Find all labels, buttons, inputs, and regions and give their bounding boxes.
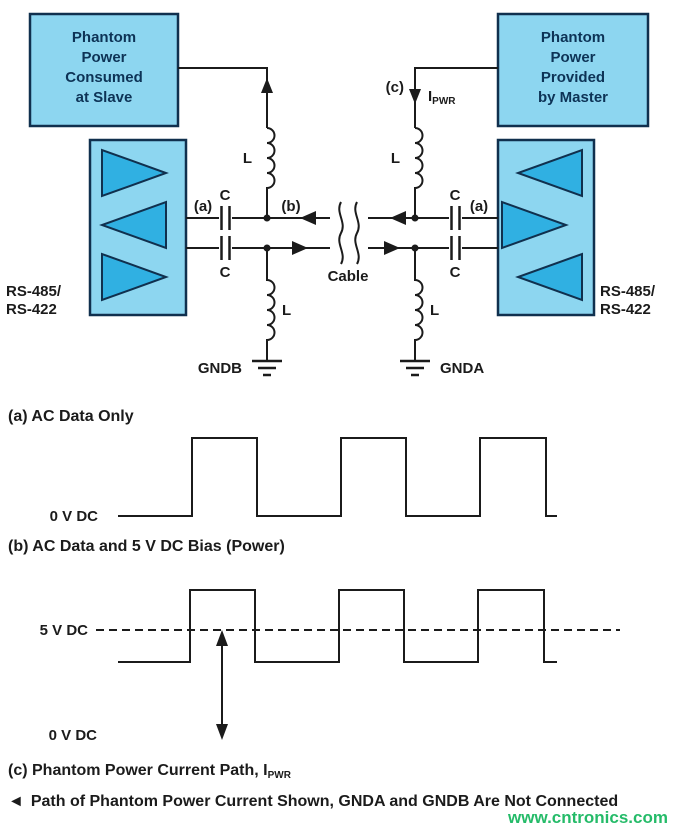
caption-c-sub: PWR [268, 770, 292, 781]
footer-text: Path of Phantom Power Current Shown, GND… [31, 793, 618, 810]
junction-dot [263, 244, 271, 252]
phantom-power-slave-box [28, 12, 180, 128]
ipwr-base: I [428, 88, 432, 105]
label-c: (c) [386, 79, 404, 96]
transceiver-label-right: RS-422 [600, 301, 651, 318]
master-box-line: Power [550, 49, 595, 66]
label-b: (b) [281, 198, 300, 215]
master-box-line: by Master [538, 89, 608, 106]
waveform-b-zero-label: 0 V DC [49, 727, 98, 744]
waveform-b-bias-label: 5 V DC [40, 622, 89, 639]
phantom-power-master-box [496, 12, 650, 128]
waveform-a-title: (a) AC Data Only [8, 408, 134, 425]
transceiver-label-left: RS-422 [6, 301, 57, 318]
label-a: (a) [194, 198, 212, 215]
junction-dot [263, 214, 271, 222]
watermark: www.cntronics.com [507, 808, 668, 827]
circuit-diagram: Phantom Power Consumed at Slave Phantom … [6, 12, 656, 377]
receiver-triangle-icon [515, 148, 583, 198]
current-arrow-down-icon [409, 89, 421, 104]
label-inductor: L [282, 302, 291, 319]
label-capacitor: C [220, 187, 231, 204]
label-capacitor: C [450, 187, 461, 204]
waveform-a-trace [118, 437, 557, 517]
junction-dot [411, 214, 419, 222]
capacitor-icon [220, 206, 231, 230]
current-arrow-right-icon [384, 241, 400, 255]
current-arrow-left-icon [390, 211, 406, 225]
current-arrow-right-icon [292, 241, 308, 255]
label-capacitor: C [450, 264, 461, 281]
captions: (c) Phantom Power Current Path, IPWR ◄ Pa… [8, 762, 668, 827]
cable-break-icon [338, 201, 344, 265]
caption-c: (c) Phantom Power Current Path, IPWR [8, 762, 292, 781]
transceiver-label-right: RS-485/ [600, 283, 656, 300]
ground-icon [400, 359, 430, 377]
slave-box-line: Consumed [65, 69, 143, 86]
waveform-b-trace [118, 589, 557, 663]
wire-slave-feed [178, 67, 268, 128]
arrow-down-icon [216, 724, 228, 740]
cable-break-icon [354, 201, 360, 265]
driver-triangle-icon [101, 252, 169, 302]
inductor-icon [266, 248, 276, 361]
label-gndb: GNDB [198, 360, 242, 377]
waveform-b-section: (b) AC Data and 5 V DC Bias (Power) 5 V … [8, 538, 620, 744]
driver-triangle-icon [501, 200, 569, 250]
label-inductor: L [243, 150, 252, 167]
master-box-line: Provided [541, 69, 605, 86]
slave-box-line: Power [81, 49, 126, 66]
waveform-a-section: (a) AC Data Only 0 V DC [8, 408, 557, 525]
slave-box-line: at Slave [76, 89, 133, 106]
slave-box-line: Phantom [72, 29, 136, 46]
current-arrow-up-icon [261, 78, 273, 93]
waveform-b-title: (b) AC Data and 5 V DC Bias (Power) [8, 538, 285, 555]
inductor-icon [266, 127, 276, 218]
label-inductor: L [391, 150, 400, 167]
label-cable: Cable [328, 268, 369, 285]
label-ipwr: IPWR [428, 88, 456, 107]
capacitor-icon [450, 206, 461, 230]
label-inductor: L [430, 302, 439, 319]
footer-marker-icon: ◄ [8, 793, 24, 810]
label-capacitor: C [220, 264, 231, 281]
label-gnda: GNDA [440, 360, 484, 377]
master-box-line: Phantom [541, 29, 605, 46]
label-a: (a) [470, 198, 488, 215]
capacitor-icon [220, 236, 231, 260]
ipwr-sub: PWR [432, 96, 456, 107]
caption-c-text: (c) Phantom Power Current Path, I [8, 762, 268, 779]
ground-icon [252, 359, 282, 377]
arrow-up-icon [216, 630, 228, 646]
driver-triangle-icon [101, 148, 169, 198]
footer-note: ◄ Path of Phantom Power Current Shown, GN… [8, 793, 618, 810]
junction-dot [411, 244, 419, 252]
capacitor-icon [450, 236, 461, 260]
receiver-triangle-icon [515, 252, 583, 302]
waveform-a-zero-label: 0 V DC [50, 508, 99, 525]
inductor-icon [414, 248, 424, 361]
receiver-triangle-icon [99, 200, 167, 250]
transceiver-label-left: RS-485/ [6, 283, 62, 300]
wire-master-feed [414, 67, 498, 128]
current-arrow-left-icon [300, 211, 316, 225]
inductor-icon [414, 127, 424, 218]
